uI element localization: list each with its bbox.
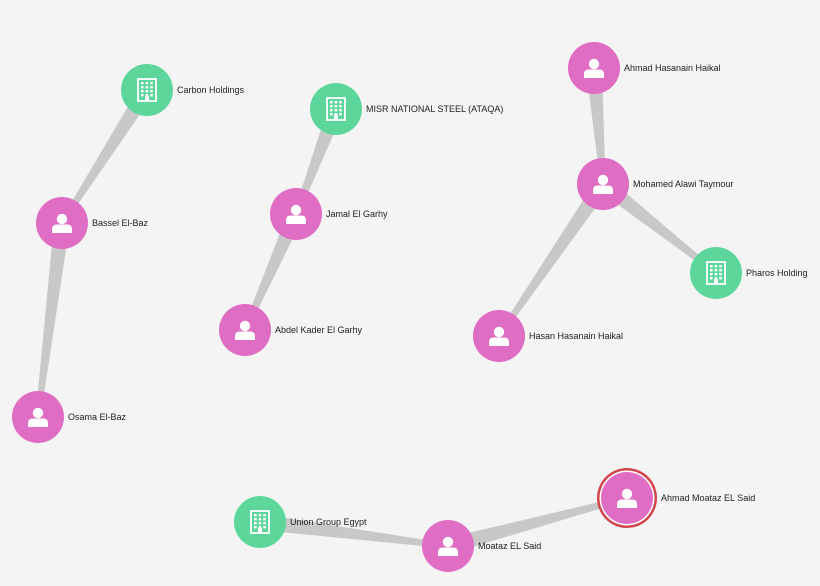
person-icon: [489, 326, 509, 346]
node-ahmad-moataz-el-said[interactable]: Ahmad Moataz EL Said: [597, 468, 755, 528]
node-label: MISR NATIONAL STEEL (ATAQA): [366, 104, 503, 114]
edge-mohamed-alawi-taymour-pharos-holding[interactable]: [598, 177, 718, 275]
node-label: Osama El-Baz: [68, 412, 127, 422]
person-icon: [584, 58, 604, 78]
node-moataz-el-said[interactable]: Moataz EL Said: [422, 520, 541, 572]
person-icon: [235, 320, 255, 340]
person-icon: [52, 213, 72, 233]
node-label: Union Group Egypt: [290, 517, 367, 527]
edge-jamal-el-garhy-abdel-kader-el-garhy[interactable]: [242, 210, 304, 331]
node-label: Carbon Holdings: [177, 85, 245, 95]
edge-union-group-egypt-moataz-el-said[interactable]: [259, 514, 449, 549]
person-icon: [593, 174, 613, 194]
edge-moataz-el-said-ahmad-moataz-el-said[interactable]: [445, 495, 628, 554]
node-label: Ahmad Hasanain Haikal: [624, 63, 721, 73]
node-label: Jamal El Garhy: [326, 209, 388, 219]
person-icon: [617, 488, 637, 508]
person-icon: [286, 204, 306, 224]
building-icon: [326, 97, 346, 121]
node-hasan-hasanain-haikal[interactable]: Hasan Hasanain Haikal: [473, 310, 623, 362]
node-label: Hasan Hasanain Haikal: [529, 331, 623, 341]
building-icon: [706, 261, 726, 285]
node-label: Ahmad Moataz EL Said: [661, 493, 755, 503]
node-pharos-holding[interactable]: Pharos Holding: [690, 247, 808, 299]
node-label: Mohamed Alawi Taymour: [633, 179, 733, 189]
node-label: Moataz EL Said: [478, 541, 541, 551]
node-mohamed-alawi-taymour[interactable]: Mohamed Alawi Taymour: [577, 158, 733, 210]
person-icon: [438, 536, 458, 556]
node-abdel-kader-el-garhy[interactable]: Abdel Kader El Garhy: [219, 304, 363, 356]
node-label: Bassel El-Baz: [92, 218, 149, 228]
building-icon: [137, 78, 157, 102]
edge-ahmad-hasanain-haikal-mohamed-alawi-taymour[interactable]: [586, 67, 606, 185]
edges-layer: [35, 67, 718, 554]
person-icon: [28, 407, 48, 427]
node-jamal-el-garhy[interactable]: Jamal El Garhy: [270, 188, 388, 240]
building-icon: [250, 510, 270, 534]
node-misr-national-steel[interactable]: MISR NATIONAL STEEL (ATAQA): [310, 83, 503, 135]
node-carbon-holdings[interactable]: Carbon Holdings: [121, 64, 245, 116]
node-osama-el-baz[interactable]: Osama El-Baz: [12, 391, 127, 443]
node-bassel-el-baz[interactable]: Bassel El-Baz: [36, 197, 149, 249]
edge-carbon-holdings-bassel-el-baz[interactable]: [59, 85, 154, 225]
node-union-group-egypt[interactable]: Union Group Egypt: [234, 496, 367, 548]
node-ahmad-hasanain-haikal[interactable]: Ahmad Hasanain Haikal: [568, 42, 721, 94]
node-label: Pharos Holding: [746, 268, 808, 278]
edge-bassel-el-baz-osama-el-baz[interactable]: [35, 222, 70, 418]
edge-mohamed-alawi-taymour-hasan-hasanain-haikal[interactable]: [496, 179, 610, 338]
node-label: Abdel Kader El Garhy: [275, 325, 363, 335]
